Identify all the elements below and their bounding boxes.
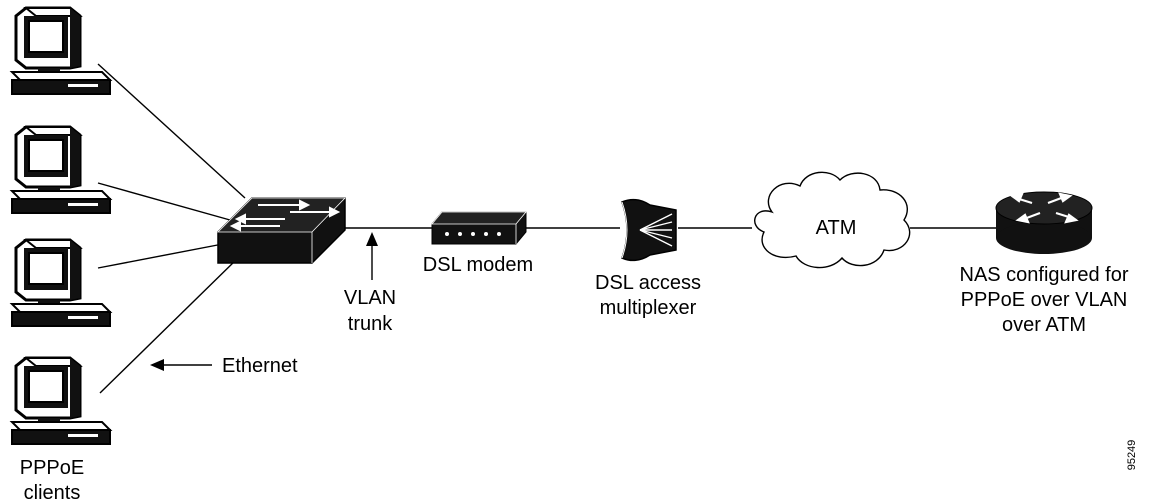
links	[97, 63, 996, 394]
vlan-trunk-arrow	[366, 232, 378, 280]
pppoe-clients-label-line1: PPPoE	[20, 457, 84, 479]
vlan-trunk-label-line2: trunk	[348, 313, 393, 335]
link-pc4-switch	[99, 257, 239, 394]
link-pc1-switch	[97, 63, 246, 199]
dsl-modem-label: DSL modem	[423, 254, 533, 276]
nas-label-line2: PPPoE over VLAN	[961, 289, 1128, 311]
dsl-modem-icon	[431, 211, 527, 245]
nas-label-line3: over ATM	[1002, 314, 1086, 336]
computer-icon	[10, 356, 112, 446]
dslam-label-line1: DSL access	[595, 272, 701, 294]
computer-icon	[10, 125, 112, 215]
computer-icon	[10, 238, 112, 328]
atm-cloud-label: ATM	[816, 217, 857, 239]
link-pc2-switch	[97, 182, 231, 221]
vlan-trunk-label-line1: VLAN	[344, 287, 396, 309]
ethernet-label: Ethernet	[222, 355, 298, 377]
dslam-label-line2: multiplexer	[600, 297, 697, 319]
switch-icon	[217, 197, 346, 264]
pppoe-clients-label-line2: clients	[24, 482, 81, 503]
computer-icon	[10, 6, 112, 96]
cloud-icon	[754, 171, 911, 269]
figure-id: 95249	[1126, 440, 1138, 471]
nas-label-line1: NAS configured for	[960, 264, 1129, 286]
link-pc3-switch	[97, 242, 229, 269]
ethernet-arrow	[150, 359, 212, 371]
dslam-icon	[621, 198, 677, 262]
router-icon	[995, 191, 1093, 254]
